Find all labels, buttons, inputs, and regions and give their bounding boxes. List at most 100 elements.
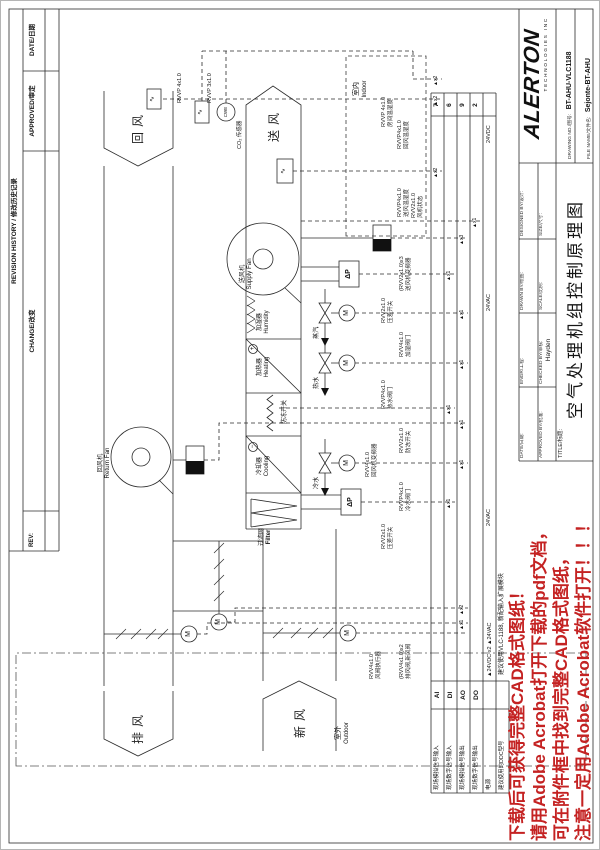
recirc-damper-motor [210,613,228,631]
room-cable-label: RVVP 4x1.0 [177,73,183,103]
wire-tap: ▲x1 [446,270,452,281]
wire-tap: ▲x2 [459,604,465,615]
humidifier-label: 加湿器 Humidity [257,310,270,334]
legend-di-label: 现场数字信号输入 [447,745,453,790]
hot-water-label: 热水 [313,376,320,389]
wire-tap: ▲x1 [459,419,465,430]
outdoor-zone-boundary [15,652,587,767]
bus-total-ai: 7 [433,103,440,107]
wire-tap: ▲x1 [472,217,478,228]
steam-label: 蒸汽 [313,326,320,339]
supply-fan-dp-label: ΔP [345,269,352,279]
valve-bodies [318,302,332,474]
filled-symbols [186,239,391,496]
filter-dp-box [340,488,362,516]
motor-label-heating: M [343,360,350,366]
field-drawn-by: DRAWN BY/绘图: [520,272,525,310]
return-air-sensor-box [146,88,162,110]
return-duct [103,166,174,686]
revision-change-header: CHANGE/改变 [29,309,36,353]
power-label: ▲24VDC x2 ▲24VAC [487,622,493,677]
indoor-label-en: Indoor [362,80,368,98]
humidifier-valve-motor [338,304,356,322]
wire-tap: ▲x1 [459,459,465,470]
drawing-no-cell: DRAWING NO./图号: BT-AHU-VLC1188 [566,51,573,159]
warning-line: 注意一定用Adobe Acrobat软件打开！！！ [574,515,593,841]
revision-rev-header: REV: [29,532,35,547]
supply-air-label: 送风 [267,108,281,143]
power-label: 24VAC [486,508,492,526]
instrument-boxes [146,88,392,643]
control-wires [163,50,481,635]
title-block-lines [518,9,593,462]
recirculation-branch [173,540,263,612]
room-sensor-box [194,100,210,124]
field-engr: ENGR/工程: [520,357,525,384]
room-sensor-wave: ∿ [197,109,204,115]
cooling-valve-motor [338,454,356,472]
alerton-logo: ALERTON TECHNOLOGIES INC [521,17,548,141]
return-sensor-wave: ∿ [149,96,156,102]
freeze-stat-label: 防冻开关 [282,400,288,425]
cooling-label: 冷却器 Cooling [257,455,270,477]
fresh-air-duct [262,529,337,681]
bus-total-do: 2 [472,103,479,107]
wire-tap: ▲x1 [459,359,465,370]
field-designed-by: DESIGNED BY/设计: [520,190,525,236]
humidifier-grid [246,295,256,334]
vfd-stems [173,237,373,461]
legend-ai-code: AI [434,691,441,699]
field-size: SIZE/尺寸: [539,213,544,236]
supply-fan-label: 送风机 Supply Fan [239,258,254,290]
warning-line: 下载后可获得完整CAD格式图纸！ [508,583,527,841]
revision-table-lines [9,9,60,552]
legend-do-label: 现场数字信号输出 [473,745,479,790]
ahu-casing [245,151,302,530]
cooling-marker [248,442,258,452]
revision-history-title: REVISION HISTORY / 修改历史记录 [11,178,18,284]
return-fan-label: 回风机 Return Fan [97,447,112,479]
filter-dp-label: ΔP [347,497,354,507]
bus-total-ao: 9 [459,103,466,107]
fresh-air-label: 新风 [293,704,307,739]
supply-fan-scroll [226,222,300,296]
legend-do-code: DO [473,690,480,700]
legend-ao-code: AO [460,690,467,700]
chilled-water-label: 冷水 [313,476,320,489]
motor-label-fresh-damper: M [344,630,351,636]
coil-sections [245,338,302,494]
return-air-label: 回风 [131,110,145,145]
wire-tap: ▲x1 [459,309,465,320]
heating-label: 加热器 Heating [257,356,270,378]
power-label: 24VDC [486,125,492,143]
damper-blades [104,542,340,640]
drawing-title: 空气处理机组控制原理图 [566,199,585,419]
co2-sensor-tag: CWE [223,106,228,118]
return-air-arrow [103,91,174,167]
motor-label-cooling: M [343,460,350,466]
dp-taps [301,266,341,510]
legend-ao-label: 现场模拟信号输出 [460,745,466,790]
legend-ai-label: 现场模拟信号输入 [434,745,440,790]
outdoor-label-cn: 室外 [335,726,342,740]
freeze-stat-element [266,394,274,432]
fresh-damper-motor [339,624,357,642]
legend-ddc-label: 建议使用的DDC型号 [499,740,505,790]
indoor-label-cn: 室内 [353,82,360,96]
legend-power-label: 电源 [486,778,492,790]
supply-fan-dp-box [338,260,360,288]
filter-pleats [250,498,298,528]
